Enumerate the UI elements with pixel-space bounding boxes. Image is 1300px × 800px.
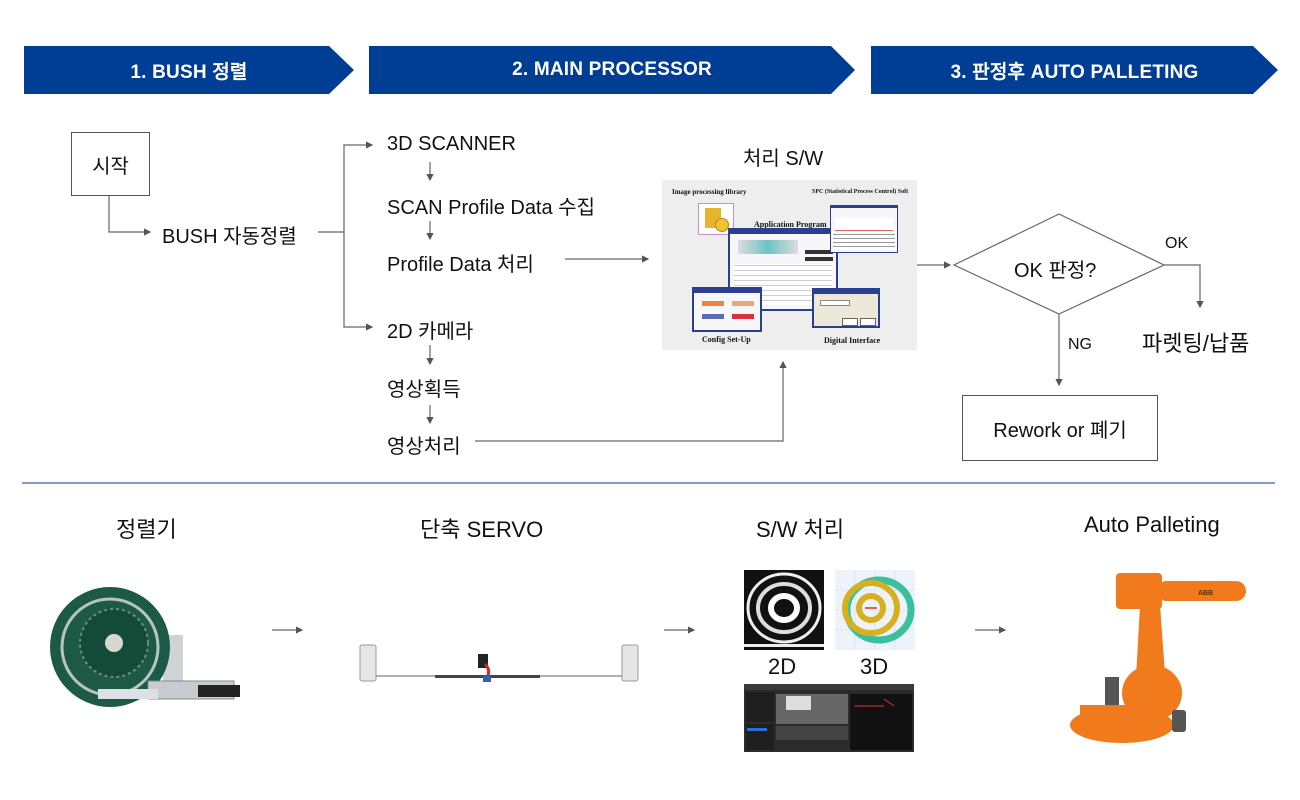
scanner-step-2: SCAN Profile Data 수집: [387, 197, 595, 219]
digital-caption: Digital Interface: [824, 336, 881, 345]
camera-step-1: 2D 카메라: [387, 321, 474, 343]
camera-step-2: 영상획득: [387, 379, 461, 401]
svg-text:ABB: ABB: [1198, 590, 1213, 597]
servo-image: [359, 644, 639, 682]
spc-caption: SPC (Statistical Process Control) Soft: [812, 189, 909, 195]
step-1-label: 1. BUSH 정렬: [130, 61, 248, 83]
step-banner-2: 2. MAIN PROCESSOR: [369, 46, 855, 94]
robot-image: ABB: [1070, 573, 1246, 743]
config-caption: Config Set-Up: [702, 335, 751, 344]
chevron-shape: [871, 46, 1278, 94]
ng-result-box: Rework or 폐기: [962, 395, 1158, 461]
chevron-shape: [369, 46, 855, 94]
scanner-step-3: Profile Data 처리: [387, 254, 534, 276]
connector-to-scanner: [343, 141, 374, 232]
step-banner-1: 1. BUSH 정렬: [24, 46, 354, 94]
ok-label: OK: [1165, 235, 1189, 252]
app-caption: Application Program: [754, 220, 827, 229]
stage-label-aligner: 정렬기: [116, 517, 177, 542]
connector-ok: [1164, 264, 1204, 309]
image-2d-scan: [744, 570, 824, 650]
sw-viewer-screenshot: [744, 684, 914, 752]
step-2-label: 2. MAIN PROCESSOR: [512, 59, 712, 80]
label-2d: 2D: [768, 654, 797, 679]
chevron-shape: [24, 46, 354, 94]
library-box-icon: [698, 203, 734, 235]
library-caption: Image processing library: [672, 188, 747, 196]
stage-label-sw: S/W 처리: [756, 517, 845, 542]
start-box: 시작: [71, 132, 150, 196]
scanner-step-1: 3D SCANNER: [387, 133, 516, 155]
bowl-feeder-image: [50, 587, 240, 707]
label-3d: 3D: [860, 654, 889, 679]
digital-interface-window: [812, 288, 880, 328]
connector-start-bush: [108, 196, 152, 236]
config-window: [692, 287, 762, 332]
sw-composite-image: Image processing library SPC (Statistica…: [662, 180, 917, 350]
ng-result-label: Rework or 폐기: [993, 419, 1127, 442]
ng-label: NG: [1068, 336, 1092, 353]
camera-step-3: 영상처리: [387, 436, 461, 458]
start-label: 시작: [92, 155, 129, 178]
image-3d-scan: [835, 570, 915, 650]
sw-title: 처리 S/W: [743, 148, 824, 170]
step-3-label: 3. 판정후 AUTO PALLETING: [950, 61, 1199, 83]
stage-label-servo: 단축 SERVO: [420, 517, 544, 542]
ok-result-label: 파렛팅/납품: [1142, 331, 1250, 356]
connector-image-to-sw: [475, 360, 787, 442]
bush-auto-align-label: BUSH 자동정렬: [162, 226, 297, 248]
step-banner-3: 3. 판정후 AUTO PALLETING: [871, 46, 1278, 94]
connector-to-camera: [343, 232, 374, 331]
spc-window: [830, 205, 898, 253]
decision-label: OK 판정?: [1014, 260, 1097, 282]
stage-label-palleting: Auto Palleting: [1084, 512, 1220, 537]
